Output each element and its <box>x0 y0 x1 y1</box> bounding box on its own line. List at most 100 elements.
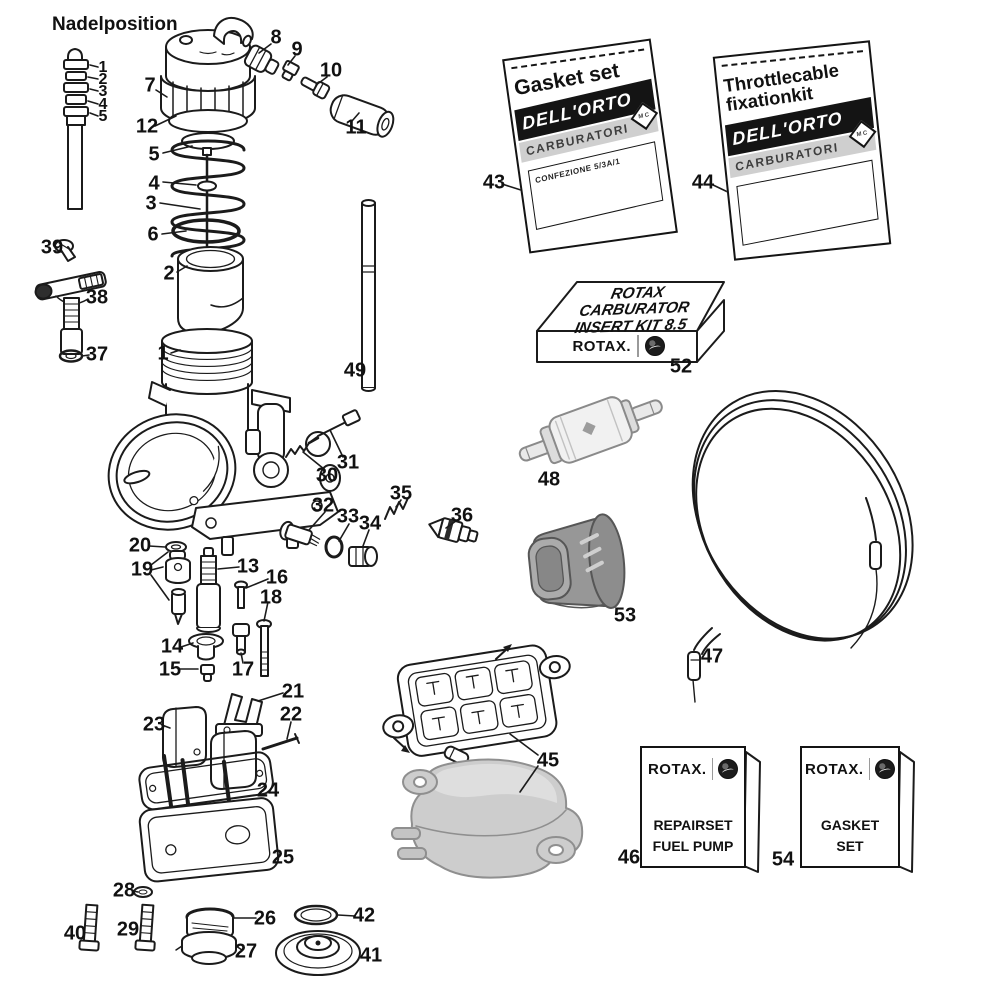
bottom-hardware-drawing <box>78 886 361 976</box>
part-callout-17: 17 <box>231 658 255 681</box>
divider <box>868 758 871 780</box>
part-callout-28: 28 <box>112 879 136 902</box>
part-callout-41: 41 <box>359 944 383 967</box>
valve-seat-drawing <box>188 623 250 682</box>
part-callout-45: 45 <box>536 749 560 772</box>
needle-pos-3: 3 <box>98 83 108 100</box>
needle-pos-4: 4 <box>98 96 108 113</box>
needle-pos-5: 5 <box>98 108 108 125</box>
choke-assembly-drawing <box>34 239 107 363</box>
part-callout-5: 5 <box>148 143 160 166</box>
part-callout-22: 22 <box>279 703 303 726</box>
part-callout-23: 23 <box>142 713 166 736</box>
part-callout-40: 40 <box>63 922 87 945</box>
part-callout-35: 35 <box>389 482 413 505</box>
part-callout-52: 52 <box>669 355 693 378</box>
card-line: GASKET <box>820 817 880 834</box>
divider <box>711 758 714 780</box>
needle-pos-1: 1 <box>98 59 108 76</box>
part-callout-26: 26 <box>253 907 277 930</box>
part-callout-31: 31 <box>336 451 360 474</box>
pump-arrows <box>393 644 512 753</box>
legend-title: Nadelposition <box>52 14 178 35</box>
jet-parts-drawing <box>165 541 191 625</box>
part-callout-21: 21 <box>281 680 305 703</box>
part-callout-43: 43 <box>482 171 506 194</box>
part-callout-10: 10 <box>319 59 343 82</box>
part-callout-7: 7 <box>144 74 156 97</box>
part-callout-27: 27 <box>234 940 258 963</box>
part-callout-9: 9 <box>291 38 303 61</box>
part-callout-39: 39 <box>40 236 64 259</box>
part-callout-11: 11 <box>345 116 367 139</box>
part-callout-44: 44 <box>691 171 715 194</box>
part-callout-32: 32 <box>311 494 335 517</box>
part-callout-1: 1 <box>157 342 169 365</box>
part-callout-54: 54 <box>771 848 795 871</box>
leader-lines <box>81 43 733 919</box>
carb-body-drawing <box>107 328 341 556</box>
gasket-set-card: ROTAX. GASKET SET <box>800 746 900 868</box>
gasket-set-packet: Gasket set DELL'ORTO CARBURATORI MC CONF… <box>502 38 678 254</box>
part-callout-46: 46 <box>617 846 641 869</box>
pump-body-drawing <box>391 758 584 879</box>
part-callout-3: 3 <box>145 192 157 215</box>
card-line: FUEL PUMP <box>652 837 734 854</box>
part-callout-4: 4 <box>148 172 160 195</box>
rotax-logo-icon <box>718 759 739 779</box>
part-callout-49: 49 <box>343 359 367 382</box>
repairset-card: ROTAX. REPAIRSET FUEL PUMP <box>640 746 746 868</box>
card-text: GASKET SET <box>821 815 879 856</box>
pump-plate-drawing <box>382 644 571 766</box>
part-callout-42: 42 <box>352 904 376 927</box>
needle-position-drawing <box>63 48 99 210</box>
rotax-logo-icon <box>644 336 665 356</box>
part-callout-14: 14 <box>160 635 184 658</box>
part-callout-34: 34 <box>358 512 382 535</box>
emulsion-tube-drawing <box>196 547 272 677</box>
part-callout-15: 15 <box>158 658 182 681</box>
card-text: REPAIRSET FUEL PUMP <box>653 815 734 856</box>
throttle-slide-drawing <box>177 246 244 335</box>
part-callout-37: 37 <box>85 343 109 366</box>
part-callout-13: 13 <box>236 555 260 578</box>
part-callout-6: 6 <box>147 223 159 246</box>
part-callout-2: 2 <box>163 262 175 285</box>
rotax-brand-text: ROTAX. <box>647 760 707 778</box>
card-line: SET <box>836 837 864 854</box>
insert-kit-box-drawing <box>536 281 725 363</box>
part-callout-29: 29 <box>116 918 140 941</box>
card-header: ROTAX. <box>804 758 896 780</box>
cable-adjuster-drawing <box>243 44 395 138</box>
idle-screw-spring-drawing <box>285 409 361 458</box>
card-header: ROTAX. <box>647 758 739 780</box>
throttle-kit-packet: Throttlecable fixationkit DELL'ORTO CARB… <box>712 40 892 261</box>
intake-sock-drawing <box>527 513 626 609</box>
fine-print-text: CONFEZIONE 5/3A/1 <box>534 156 621 186</box>
part-callout-33: 33 <box>336 505 360 528</box>
insert-kit-box-front-label: ROTAX. <box>540 331 697 361</box>
insert-kit-box-top-label: ROTAX CARBURATOR INSERT KIT 8.5 <box>551 283 717 338</box>
part-callout-20: 20 <box>128 534 152 557</box>
card-line: REPAIRSET <box>653 817 733 834</box>
part-callout-8: 8 <box>270 26 282 49</box>
divider <box>637 335 639 357</box>
rotax-brand-text: ROTAX. <box>804 760 864 778</box>
overflow-tube-drawing <box>361 199 376 392</box>
float-assembly-drawing <box>162 693 300 790</box>
bowl-drawing <box>138 751 280 883</box>
float-valve-parts-drawing <box>279 497 479 567</box>
throttle-cable-drawing <box>687 389 914 703</box>
fuel-filter-drawing <box>518 396 663 465</box>
part-callout-12: 12 <box>135 115 159 138</box>
part-callout-53: 53 <box>613 604 637 627</box>
part-callout-16: 16 <box>265 566 289 589</box>
part-callout-30: 30 <box>315 464 339 487</box>
cap-ring-drawing <box>160 75 256 133</box>
part-callout-38: 38 <box>85 286 109 309</box>
rotax-brand-text: ROTAX. <box>572 337 632 355</box>
rotax-logo-icon <box>875 759 896 779</box>
carb-cap-drawing <box>165 17 254 92</box>
part-callout-48: 48 <box>537 468 561 491</box>
